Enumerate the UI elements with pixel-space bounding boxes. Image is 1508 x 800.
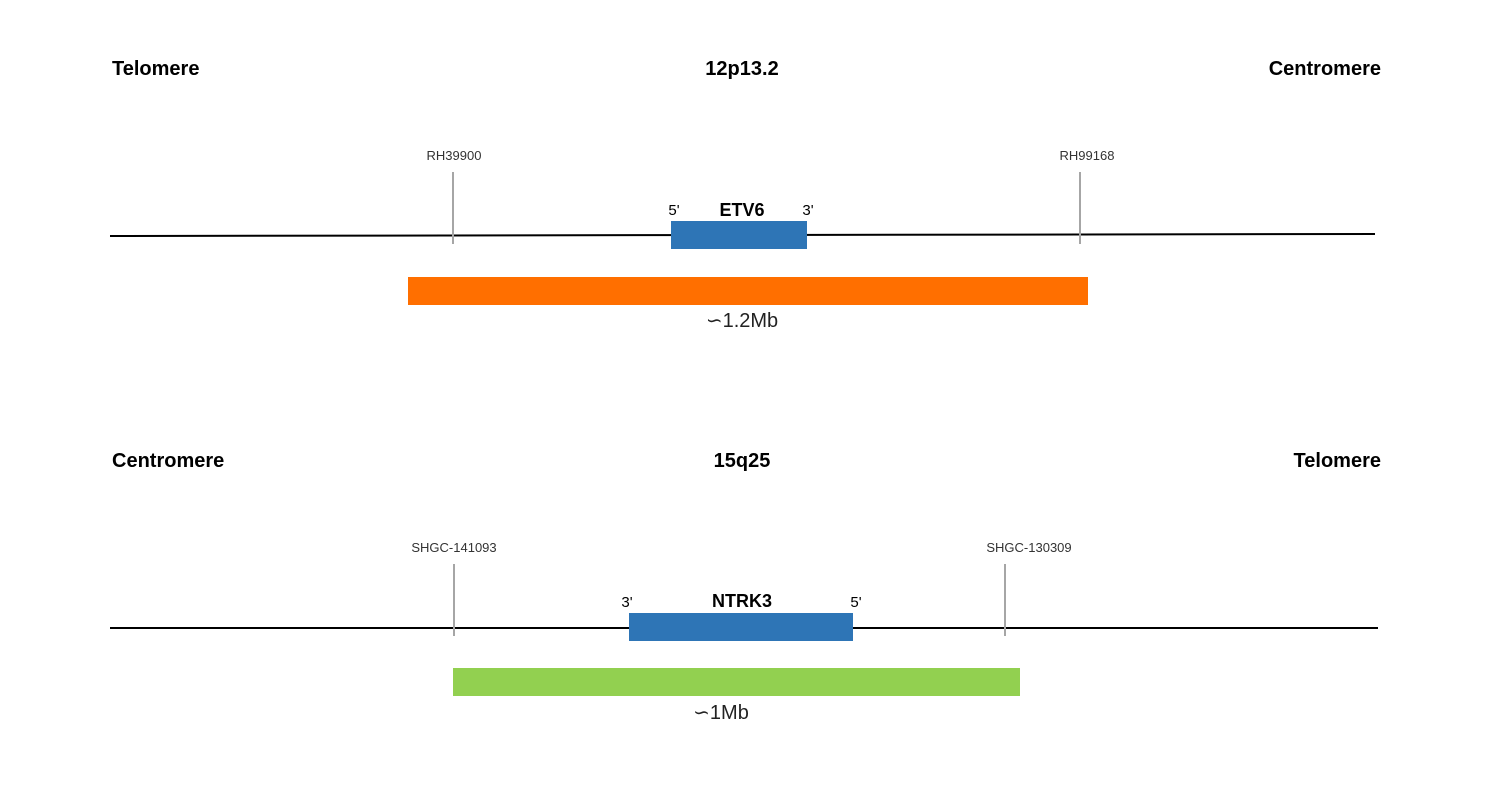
left-end-label: Centromere: [112, 450, 225, 472]
probe-bar: [408, 277, 1088, 305]
gene-name: ETV6: [719, 200, 765, 220]
gene-box: [629, 613, 853, 641]
probe-bar: [453, 668, 1020, 696]
right-end-label: Telomere: [1293, 450, 1381, 472]
marker-tick-right: [1004, 564, 1006, 636]
marker-tick-left: [453, 564, 455, 636]
locus-label: 12p13.2: [705, 58, 779, 80]
gene-name: NTRK3: [711, 591, 773, 611]
marker-label-left: RH39900: [426, 148, 482, 163]
gene-left-end-label: 3': [621, 594, 633, 611]
gene-right-end-label: 5': [850, 594, 862, 611]
probe-size-label: ∽1.2Mb: [705, 310, 779, 332]
marker-label-right: RH99168: [1059, 148, 1115, 163]
probe-size-label: ∽1Mb: [693, 702, 749, 724]
left-end-label: Telomere: [112, 58, 200, 80]
marker-tick-left: [452, 172, 454, 244]
right-end-label: Centromere: [1268, 58, 1381, 80]
marker-tick-right: [1079, 172, 1081, 244]
etv6-panel: Telomere 12p13.2 Centromere RH39900 RH99…: [0, 0, 1508, 392]
ntrk3-panel: Centromere 15q25 Telomere SHGC-141093 SH…: [0, 392, 1508, 784]
gene-right-end-label: 3': [802, 202, 814, 219]
marker-label-left: SHGC-141093: [411, 540, 497, 555]
gene-left-end-label: 5': [668, 202, 680, 219]
locus-label: 15q25: [713, 450, 771, 472]
marker-label-right: SHGC-130309: [986, 540, 1072, 555]
gene-box: [671, 221, 807, 249]
